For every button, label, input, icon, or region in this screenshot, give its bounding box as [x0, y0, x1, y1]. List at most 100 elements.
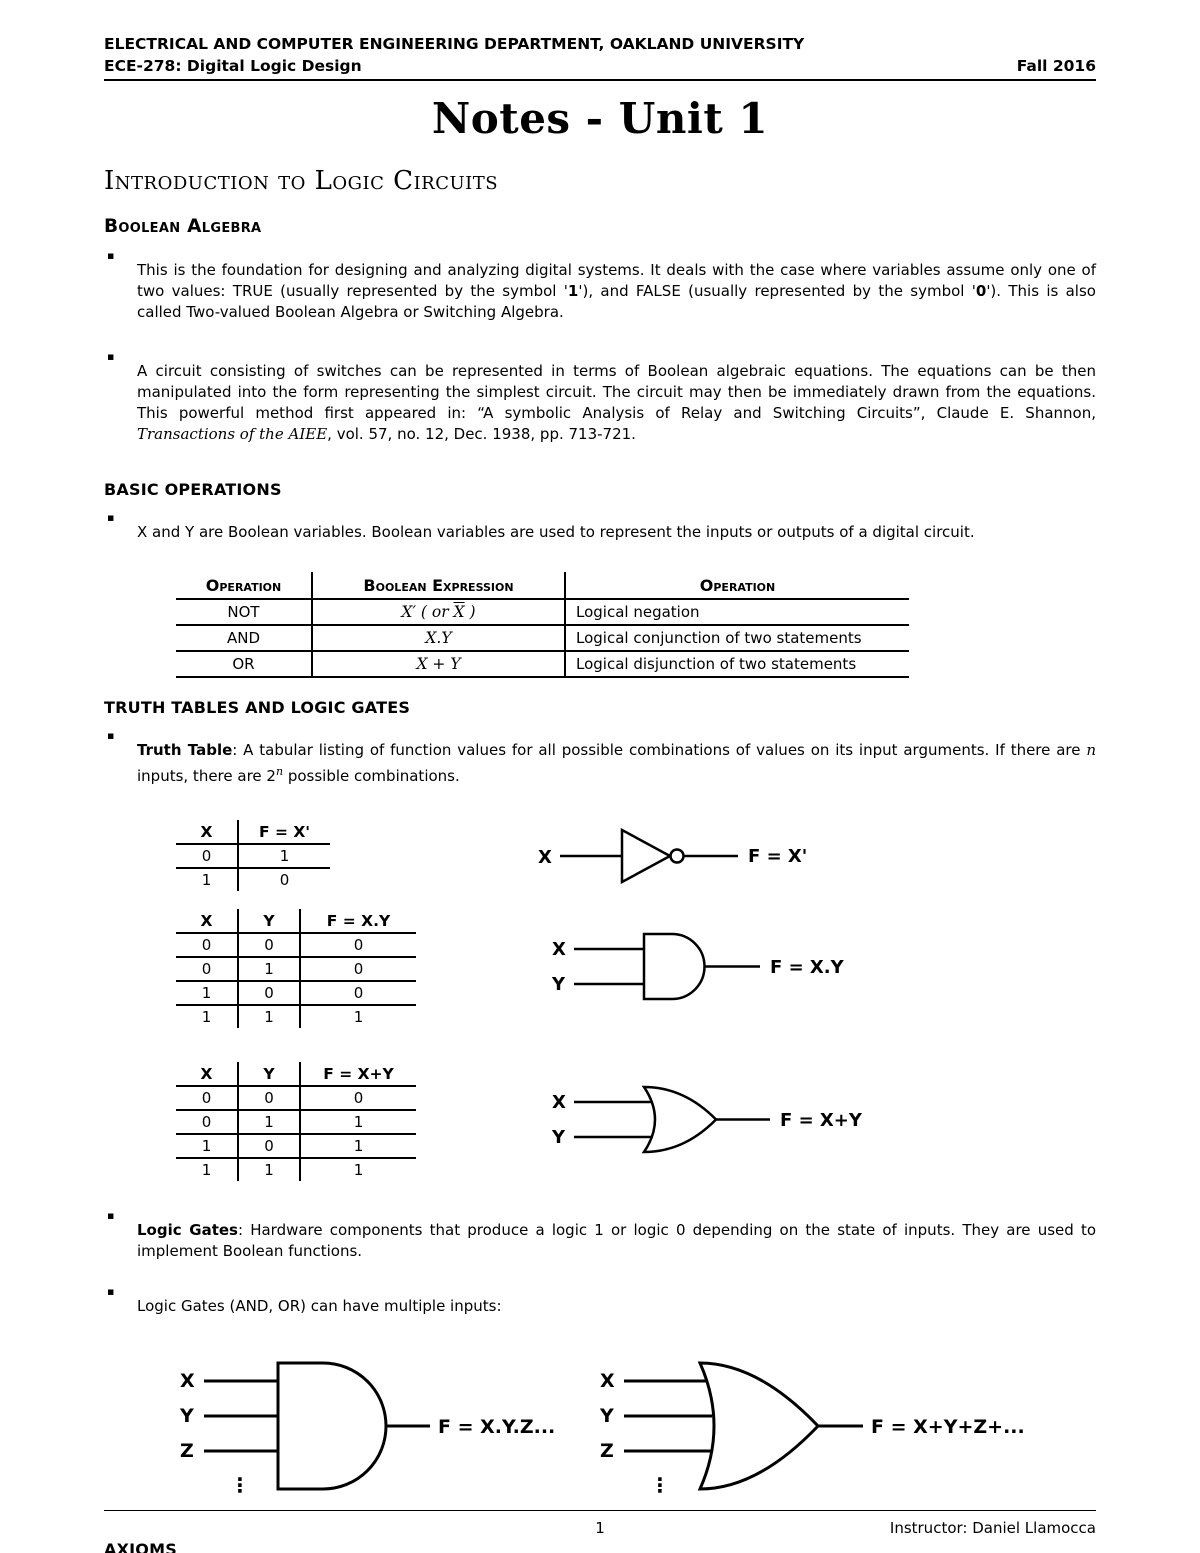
table-cell: X′ ( or X ): [311, 599, 565, 627]
page-footer: 1 Instructor: Daniel Llamocca: [104, 1510, 1096, 1537]
column-header: Operation: [176, 572, 312, 601]
column-header: X: [176, 1062, 238, 1088]
table-cell: 1: [299, 1005, 416, 1029]
logic-gates-bullet-1: Logic Gates: Hardware components that pr…: [137, 1220, 1096, 1262]
table-cell: NOT: [176, 599, 312, 627]
table-row: 0 1 0: [176, 957, 416, 983]
text-run: This is the foundation for designing and…: [137, 261, 1096, 301]
table-cell: 0: [176, 1110, 238, 1136]
table-cell: 1: [299, 1134, 416, 1160]
bullet-icon: ▪: [107, 729, 115, 743]
table-cell: 1: [176, 1134, 238, 1160]
column-header: F = X+Y: [299, 1062, 416, 1088]
bullet-icon: ▪: [107, 511, 115, 525]
column-header: Y: [237, 1062, 300, 1088]
or-gate-body: [697, 1361, 821, 1491]
page-number: 1: [595, 1519, 605, 1537]
table-cell: 0: [237, 933, 300, 959]
not-gate-triangle: [620, 827, 673, 884]
gate-output-label: F = X+Y: [780, 1110, 863, 1131]
gate-input-label: Y: [599, 1405, 614, 1427]
header-department: ELECTRICAL AND COMPUTER ENGINEERING DEPA…: [104, 35, 805, 53]
table-cell: 1: [237, 1110, 300, 1136]
gate-input-label: Y: [179, 1405, 194, 1427]
text-run: ): [464, 603, 476, 622]
overline-var: X: [453, 603, 465, 622]
text-run: : Hardware components that produce a log…: [137, 1221, 1096, 1261]
footer-spacer: [104, 1519, 595, 1537]
bullet-icon: ▪: [107, 1209, 115, 1223]
text-run-italic: Transactions of the AIEE: [137, 425, 328, 444]
page-header: ELECTRICAL AND COMPUTER ENGINEERING DEPA…: [104, 34, 1096, 81]
gate-input-label: X: [180, 1370, 195, 1392]
inversion-bubble-icon: [669, 847, 685, 864]
subsection-boolean-algebra: Boolean Algebra: [104, 216, 262, 238]
text-run: X′ ( or: [401, 603, 454, 622]
footer-instructor: Instructor: Daniel Llamocca: [889, 1519, 1096, 1537]
table-row: 0 1: [176, 844, 330, 870]
table-cell: 0: [299, 933, 416, 959]
gate-output-label: F = X.Y: [770, 957, 845, 978]
and-gate-body: [276, 1361, 388, 1491]
column-header: Operation: [564, 572, 909, 601]
table-cell: 1: [201, 1161, 212, 1180]
page-title: Notes - Unit 1: [431, 94, 769, 143]
table-cell: 1: [237, 1005, 300, 1029]
table-cell: 0: [176, 844, 238, 870]
ellipsis-vertical-icon: ⋮: [230, 1473, 250, 1497]
basic-operations-bullet: X and Y are Boolean variables. Boolean v…: [137, 523, 975, 542]
multi-input-or-gate-diagram: X Y Z ⋮ F = X+Y+Z+...: [599, 1361, 1025, 1497]
table-cell: 1: [237, 1158, 300, 1182]
table-cell: 0: [237, 1134, 300, 1160]
and-gate-body: [642, 932, 706, 1000]
bullet-item: ▪ Logic Gates (AND, OR) can have multipl…: [104, 1281, 1096, 1332]
table-row: 0 0 0: [176, 1086, 416, 1112]
table-cell: 1: [201, 1008, 212, 1027]
text-run-bold: 0: [975, 282, 987, 301]
boolean-algebra-bullet-1: This is the foundation for designing and…: [137, 260, 1096, 323]
text-run: : A tabular listing of function values f…: [232, 741, 1087, 760]
and-gate-diagram: X Y F = X.Y: [551, 932, 845, 1000]
gate-input-label: Z: [180, 1440, 194, 1462]
text-run: inputs, there are 2: [137, 767, 276, 786]
column-header: Boolean Expression: [311, 572, 565, 601]
not-truth-table: X F = X' 0 1 1 0: [176, 820, 330, 892]
table-cell: Logical negation: [564, 599, 909, 627]
not-gate-section: X F = X' 0 1 1 0 X F = X': [104, 820, 1096, 892]
table-cell: OR: [176, 651, 312, 679]
table-row: OR X + Y Logical disjunction of two stat…: [176, 651, 909, 679]
text-run-bold: 1: [567, 282, 579, 301]
or-gate-section: X Y F = X+Y 0 0 0 0 1 1 1 0: [104, 1062, 1096, 1182]
table-cell: 1: [299, 1158, 416, 1182]
bullet-item: ▪ This is the foundation for designing a…: [104, 245, 1096, 338]
table-cell: 0: [176, 1086, 238, 1112]
gate-output-label: F = X+Y+Z+...: [871, 1416, 1025, 1438]
header-course-row: ECE-278: Digital Logic Design Fall 2016: [104, 56, 1096, 76]
or-gate-diagram: X Y F = X+Y: [551, 1085, 863, 1153]
bullet-icon: ▪: [107, 1285, 115, 1299]
table-row: 1 0: [176, 868, 330, 892]
text-run-bold: Logic Gates: [137, 1221, 238, 1240]
gate-input-label: Y: [551, 1127, 566, 1148]
column-header: F = X.Y: [299, 909, 416, 935]
table-row: 1 0 1: [176, 1134, 416, 1160]
boolean-algebra-bullet-2: A circuit consisting of switches can be …: [137, 361, 1096, 445]
table-cell: X.Y: [311, 625, 565, 653]
table-row: AND X.Y Logical conjunction of two state…: [176, 625, 909, 653]
text-run: '), and FALSE (usually represented by th…: [578, 282, 976, 301]
gate-input-label: X: [552, 939, 566, 960]
column-header: X: [176, 820, 238, 846]
logic-gates-bullet-2: Logic Gates (AND, OR) can have multiple …: [137, 1297, 502, 1316]
bullet-item: ▪ X and Y are Boolean variables. Boolean…: [104, 507, 1096, 558]
table-cell: Logical disjunction of two statements: [564, 651, 909, 679]
text-run: '). This is also called Two-valued Boole…: [137, 282, 1096, 322]
table-cell: 1: [176, 981, 238, 1007]
table-header-row: X Y F = X.Y: [176, 909, 416, 935]
gate-input-label: X: [600, 1370, 615, 1392]
table-cell: 0: [299, 957, 416, 983]
operations-table: Operation Boolean Expression Operation N…: [176, 572, 909, 679]
table-cell: 0: [299, 981, 416, 1007]
column-header: F = X': [237, 820, 330, 846]
gate-input-label: X: [552, 1092, 566, 1113]
bullet-icon: ▪: [107, 350, 115, 364]
